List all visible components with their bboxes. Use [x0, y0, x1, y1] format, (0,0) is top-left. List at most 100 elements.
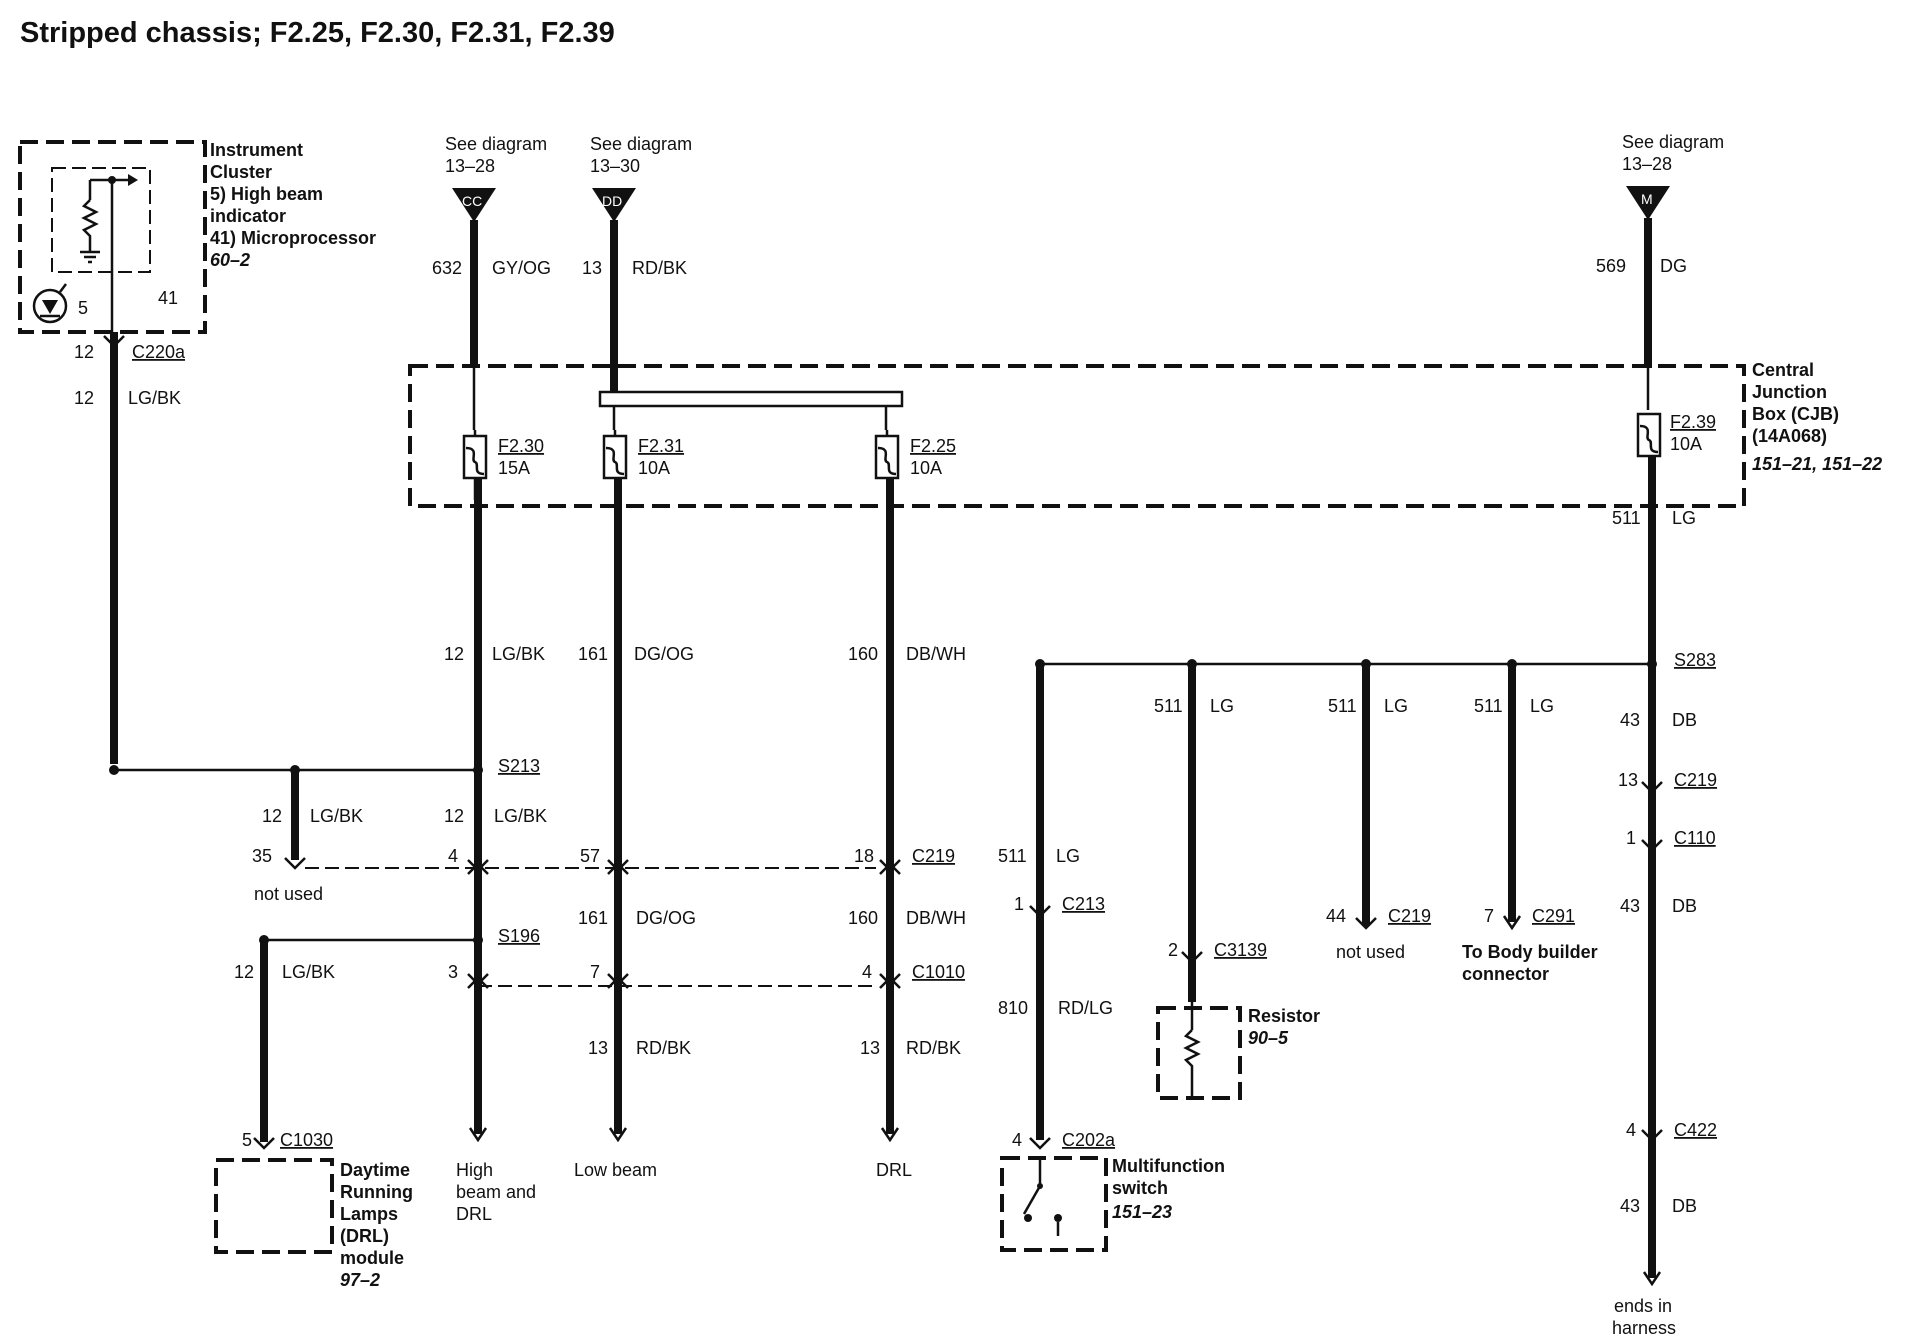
page-title: Stripped chassis; F2.25, F2.30, F2.31, F… — [20, 17, 615, 49]
diagram-label: C110 — [1674, 828, 1716, 848]
diagram-label: (14A068) — [1752, 426, 1827, 446]
cluster-label-2: Cluster — [210, 162, 272, 182]
diagram-label: C219 — [912, 846, 955, 866]
diagram-label: (DRL) — [340, 1226, 389, 1246]
diagram-label: 569 — [1596, 256, 1626, 276]
diagram-label: 4 — [862, 962, 872, 982]
diagram-label: LG/BK — [282, 962, 335, 982]
diagram-label: not used — [254, 884, 323, 904]
pin-41-label: 41 — [158, 288, 178, 308]
diagram-label: LG/BK — [310, 806, 363, 826]
splice-s213: S213 — [498, 756, 540, 776]
diagram-label: Running — [340, 1182, 413, 1202]
hub-m: M — [1641, 191, 1653, 207]
diagram-label: 57 — [580, 846, 600, 866]
diagram-label: connector — [1462, 964, 1549, 984]
diagram-label: 12 — [444, 644, 464, 664]
diagram-label: Lamps — [340, 1204, 398, 1224]
diagram-label: See diagram — [445, 134, 547, 154]
diagram-label: See diagram — [590, 134, 692, 154]
diagram-label: RD/BK — [906, 1038, 961, 1058]
diagram-label: 35 — [252, 846, 272, 866]
cluster-wire-number: 12 — [74, 388, 94, 408]
diagram-label: DG/OG — [636, 908, 696, 928]
diagram-label: C202a — [1062, 1130, 1116, 1150]
diagram-label: 97–2 — [340, 1270, 380, 1290]
diagram-label: Resistor — [1248, 1006, 1320, 1026]
diagram-label: 12 — [444, 806, 464, 826]
diagram-label: 161 — [578, 644, 608, 664]
diagram-label: 10A — [1670, 434, 1702, 454]
diagram-label: C219 — [1674, 770, 1717, 790]
diagram-label: DB — [1672, 896, 1697, 916]
diagram-label: 511 — [1474, 696, 1503, 716]
diagram-label: 10A — [638, 458, 670, 478]
central-junction-box: F2.30 15A F2.31 10A F2.25 10A F2.39 10A … — [408, 360, 1882, 508]
diagram-label: 43 — [1620, 1196, 1640, 1216]
diagram-label: 13 — [1618, 770, 1638, 790]
diagram-label: 43 — [1620, 710, 1640, 730]
pin-5-label: 5 — [78, 298, 88, 318]
diagram-label: DRL — [456, 1204, 492, 1224]
cluster-page-ref: 60–2 — [210, 250, 250, 270]
cluster-label-5: 41) Microprocessor — [210, 228, 376, 248]
diagram-label: 13 — [582, 258, 602, 278]
diagram-label: LG/BK — [492, 644, 545, 664]
fuse-f2-31: F2.31 10A — [602, 430, 684, 480]
hub-dd: DD — [602, 193, 622, 209]
splice-s196: S196 — [498, 926, 540, 946]
multifunction-switch: Multifunction switch 151–23 — [1000, 1156, 1225, 1252]
diagram-label: GY/OG — [492, 258, 551, 278]
fuse-f2-39: F2.39 10A — [1636, 412, 1716, 458]
diagram-label: 151–21, 151–22 — [1752, 454, 1882, 474]
diagram-label: ends in — [1614, 1296, 1672, 1316]
diagram-label: C291 — [1532, 906, 1575, 926]
diagram-label: See diagram — [1622, 132, 1724, 152]
diagram-label: Box (CJB) — [1752, 404, 1839, 424]
diagram-label: 151–23 — [1112, 1202, 1172, 1222]
diagram-label: F2.39 — [1670, 412, 1716, 432]
diagram-label: 160 — [848, 644, 878, 664]
diagram-label: C1030 — [280, 1130, 333, 1150]
diagram-label: 7 — [590, 962, 600, 982]
diagram-label: 4 — [448, 846, 458, 866]
diagram-label: F2.30 — [498, 436, 544, 456]
diagram-label: C422 — [1674, 1120, 1717, 1140]
diagram-label: Low beam — [574, 1160, 657, 1180]
diagram-label: 160 — [848, 908, 878, 928]
cluster-label-1: Instrument — [210, 140, 303, 160]
diagram-label: 12 — [234, 962, 254, 982]
diagram-label: 511 — [1154, 696, 1183, 716]
diagram-label: C3139 — [1214, 940, 1267, 960]
diagram-label: 13–28 — [445, 156, 495, 176]
diagram-label: Junction — [1752, 382, 1827, 402]
diagram-label: 13–28 — [1622, 154, 1672, 174]
diagram-label: module — [340, 1248, 404, 1268]
diagram-label: RD/LG — [1058, 998, 1113, 1018]
diagram-label: LG — [1384, 696, 1408, 716]
input-m: See diagram 13–28 M 569 DG — [1596, 132, 1724, 276]
diagram-label: F2.25 — [910, 436, 956, 456]
diagram-label: High — [456, 1160, 493, 1180]
diagram-label: DB/WH — [906, 644, 966, 664]
c220a-connector: C220a — [132, 342, 186, 362]
diagram-label: Daytime — [340, 1160, 410, 1180]
diagram-label: C219 — [1388, 906, 1431, 926]
diagram-label: RD/BK — [632, 258, 687, 278]
diagram-label: LG — [1672, 508, 1696, 528]
diagram-label: 511 — [1612, 508, 1641, 528]
diagram-label: 1 — [1626, 828, 1636, 848]
diagram-label: 15A — [498, 458, 530, 478]
diagram-label: 10A — [910, 458, 942, 478]
fuse-f2-25: F2.25 10A — [874, 430, 956, 480]
diagram-label: 13–30 — [590, 156, 640, 176]
diagram-label: DRL — [876, 1160, 912, 1180]
diagram-label: 90–5 — [1248, 1028, 1289, 1048]
diagram-label: RD/BK — [636, 1038, 691, 1058]
fuse-f2-30: F2.30 15A — [462, 430, 544, 480]
diagram-label: harness — [1612, 1318, 1676, 1338]
diagram-label: 511 — [1328, 696, 1357, 716]
diagram-label: LG — [1210, 696, 1234, 716]
input-cc: See diagram 13–28 CC 632 GY/OG — [432, 134, 551, 278]
